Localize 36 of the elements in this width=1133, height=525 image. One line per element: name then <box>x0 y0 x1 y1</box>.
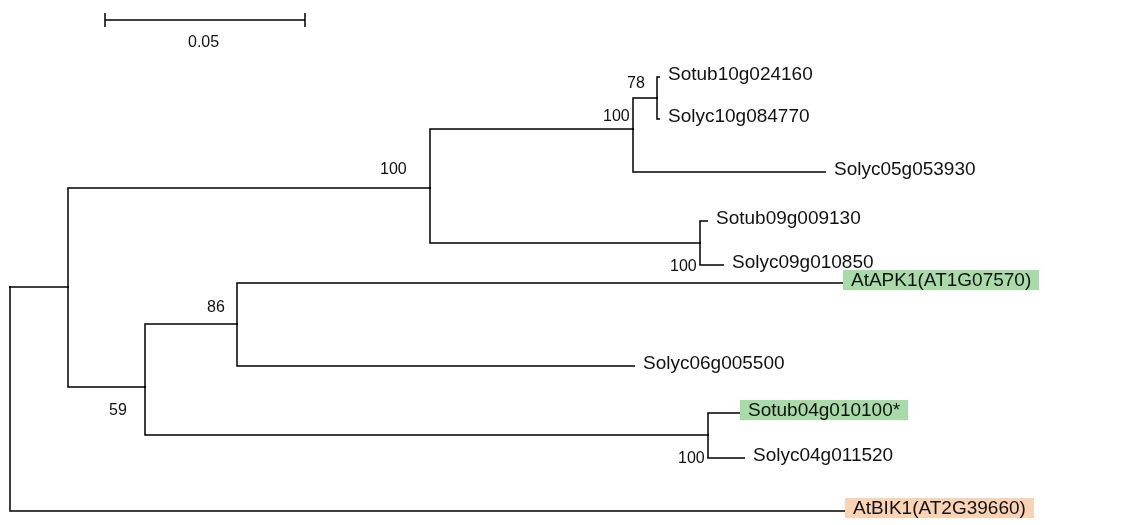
tree-branch <box>707 435 746 459</box>
tree-branch <box>67 187 431 287</box>
bootstrap-value: 100 <box>380 160 407 178</box>
bootstrap-value: 100 <box>603 107 630 125</box>
tree-branch <box>9 286 69 288</box>
tree-branch <box>429 188 701 244</box>
tree-branch <box>429 128 634 188</box>
tree-branch <box>632 97 658 129</box>
bootstrap-value: 100 <box>678 449 705 467</box>
taxon-label: Solyc05g053930 <box>826 159 984 179</box>
tree-branch <box>699 243 725 266</box>
taxon-label: Solyc09g010850 <box>724 252 882 272</box>
taxon-label: Solyc06g005500 <box>635 353 793 373</box>
bootstrap-value: 100 <box>670 257 697 275</box>
bootstrap-value: 78 <box>627 74 645 92</box>
taxon-label: Solyc04g011520 <box>745 445 902 465</box>
taxon-label: Sotub09g009130 <box>708 208 869 228</box>
tree-branch <box>9 287 846 512</box>
tree-branch <box>236 324 636 367</box>
tree-branch <box>707 412 741 435</box>
tree-branch <box>144 323 238 387</box>
tree-branch <box>656 76 661 98</box>
highlighted-taxon-label: AtAPK1(AT1G07570) <box>843 270 1040 290</box>
highlighted-taxon-label: Sotub04g010100* <box>740 400 909 420</box>
taxon-label: Sotub10g024160 <box>660 64 821 84</box>
tree-branch <box>144 387 709 436</box>
taxon-label: Solyc10g084770 <box>660 106 818 126</box>
tree-branch <box>236 282 844 324</box>
tree-branch <box>632 129 827 173</box>
bootstrap-value: 86 <box>207 298 225 316</box>
highlighted-taxon-label: AtBIK1(AT2G39660) <box>845 498 1034 518</box>
tree-branch <box>699 220 709 243</box>
scale-value: 0.05 <box>188 33 220 51</box>
bootstrap-value: 59 <box>109 401 127 419</box>
tree-branch <box>656 98 661 120</box>
tree-branch <box>67 287 146 388</box>
